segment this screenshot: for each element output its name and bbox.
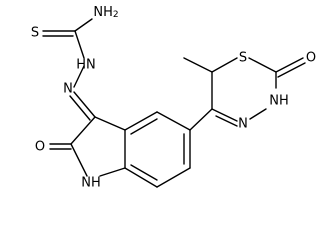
bond-c6-c7 — [156, 167, 191, 188]
atom-oxindole-nh: NH — [81, 176, 101, 191]
bond-c5-c5prime — [189, 108, 213, 131]
atom-label-layer: S NH2 HN N O NH S O NH N — [31, 5, 316, 191]
bond-c-nh2 — [74, 18, 93, 32]
bond-c7-c7a — [124, 167, 158, 188]
atom-ring-s: S — [239, 51, 247, 66]
atom-thiadiazinone-o: O — [306, 51, 316, 66]
bond-c4-c5 — [156, 111, 191, 131]
bond-c3a-c4-inner — [130, 118, 158, 135]
bond-c6prime-s — [211, 57, 238, 73]
bond-c2prime-o-double-b — [277, 62, 306, 78]
bond-n-c3-double-a — [73, 91, 96, 118]
bond-n-c3-double-b — [69, 95, 91, 121]
molecule-structure: S NH2 HN N O NH S O NH N — [31, 5, 316, 191]
atom-thiadiazine-nh: NH — [269, 94, 289, 109]
bond-hn-n — [73, 65, 85, 88]
atom-thiadiazine-n: N — [238, 117, 248, 132]
bond-c3a-c3 — [94, 116, 126, 131]
bond-layer — [42, 18, 306, 188]
atom-hydrazone-n: N — [63, 82, 73, 97]
bond-n1-c7a — [99, 167, 126, 177]
bond-n-c5prime-double-b — [215, 115, 238, 127]
bond-c3a-c4 — [124, 111, 158, 131]
bond-nh-n — [249, 108, 267, 120]
bond-c2-n1 — [70, 143, 88, 177]
atom-nh2: NH2 — [93, 5, 118, 21]
atom-thio-s: S — [31, 26, 39, 41]
bond-s-c2prime — [248, 57, 277, 73]
bond-c-hn — [74, 30, 85, 59]
bond-c7-c7a-inner — [130, 164, 158, 181]
bond-n-c5prime-double-a — [211, 108, 238, 122]
atom-oxindole-o: O — [35, 140, 45, 155]
bond-c6prime-methyl — [183, 57, 213, 73]
bond-c2prime-o-double-a — [275, 57, 304, 73]
atom-hydrazine-nh: HN — [76, 58, 96, 73]
bond-c3-c2 — [70, 116, 96, 145]
